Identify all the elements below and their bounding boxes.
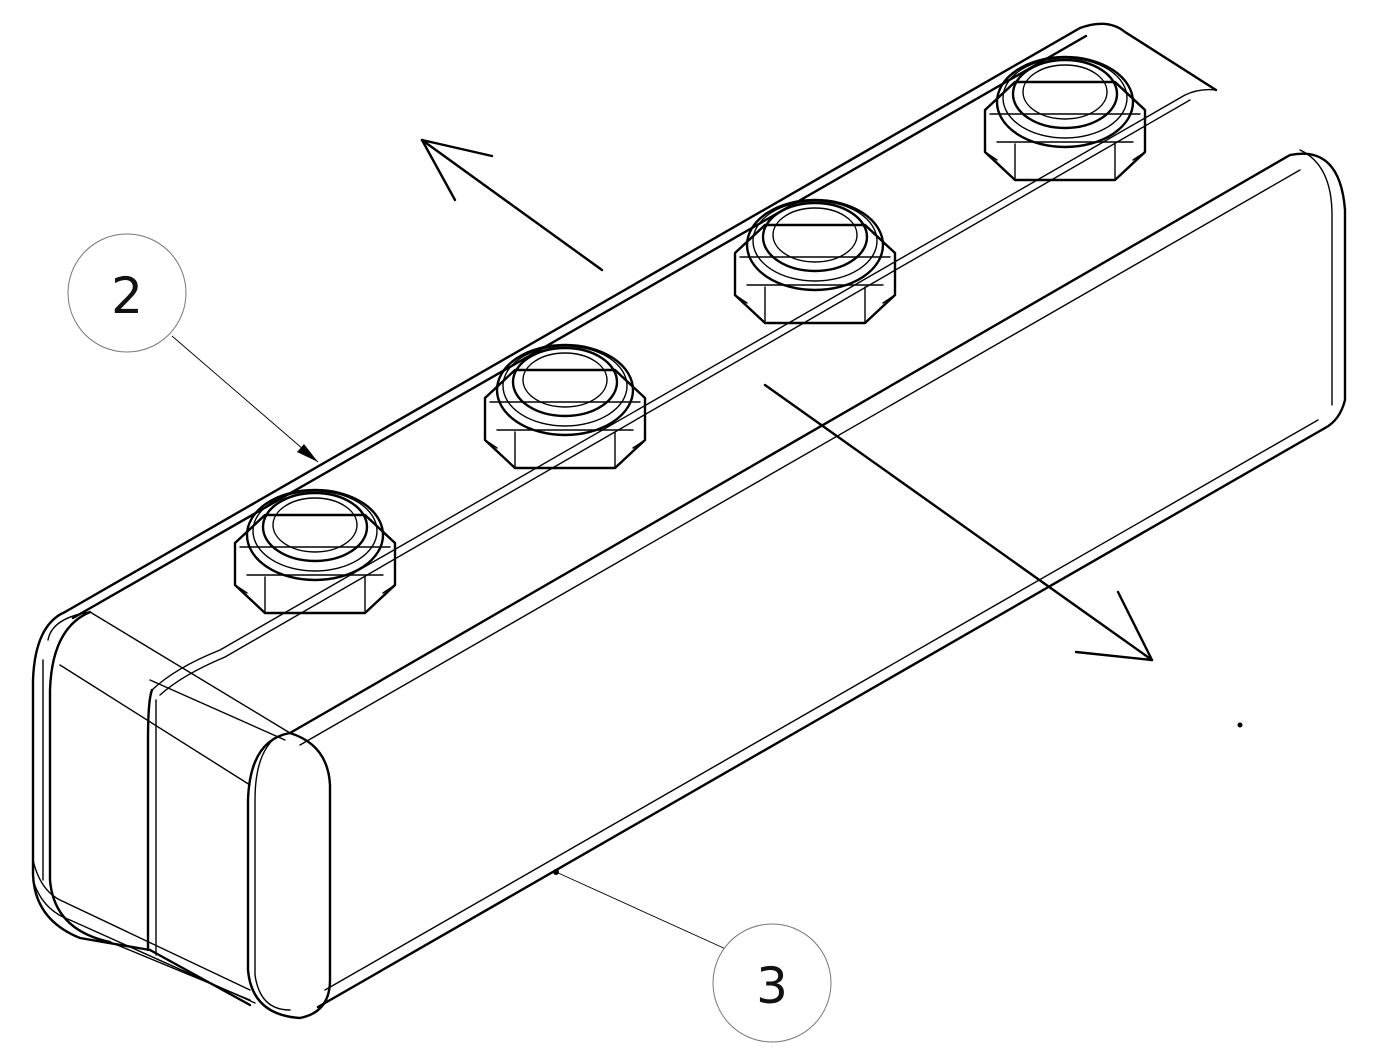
fitting-1 [233, 488, 397, 615]
callout-2-label: 2 [111, 267, 143, 325]
manifold-block [31, 22, 1347, 1020]
flow-arrow-right [763, 383, 1154, 662]
flow-arrow-left [420, 138, 604, 272]
fitting-4 [983, 55, 1147, 182]
fitting-2 [483, 343, 647, 470]
reference-dot [1237, 722, 1243, 728]
callout-3: 3 [553, 869, 832, 1043]
fitting-3 [733, 198, 897, 325]
callout-2: 2 [67, 233, 319, 463]
callout-3-label: 3 [756, 957, 788, 1015]
